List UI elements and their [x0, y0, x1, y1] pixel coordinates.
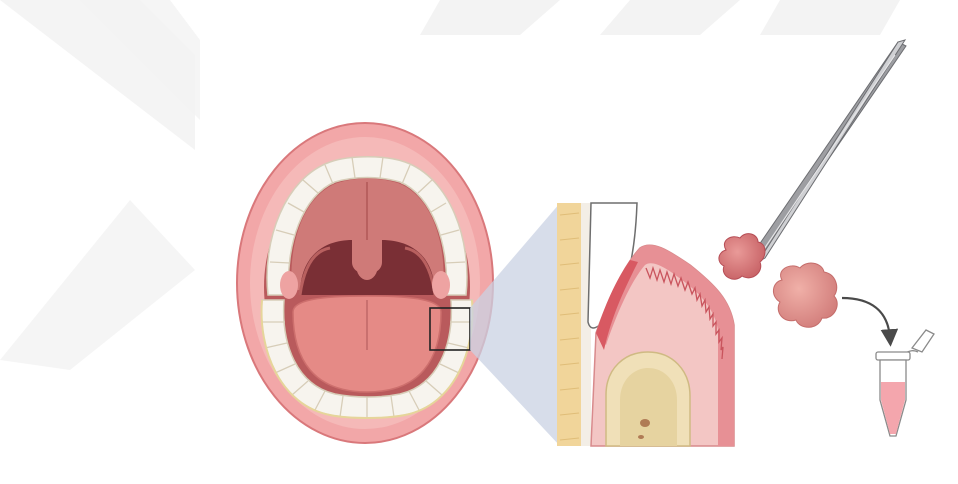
bone-pore-2 — [638, 435, 644, 439]
tweezers-icon — [750, 40, 906, 262]
bone-pore — [640, 419, 650, 427]
tonsil-right — [432, 271, 450, 299]
uvula-tip — [356, 250, 378, 280]
gingiva-cross-section — [557, 203, 734, 446]
curved-arrow-icon — [842, 298, 890, 338]
tissue-sample-held — [719, 234, 765, 280]
open-mouth-illustration — [237, 123, 493, 443]
bone-inner — [620, 368, 677, 446]
tube-lid — [912, 330, 934, 352]
tonsil-left — [280, 271, 298, 299]
microcentrifuge-tube-icon — [876, 330, 934, 436]
tube-rim — [876, 352, 910, 360]
tissue-biopsy-icon — [773, 263, 837, 327]
tweezer-ridge — [760, 55, 895, 255]
tube-liquid — [881, 382, 905, 434]
